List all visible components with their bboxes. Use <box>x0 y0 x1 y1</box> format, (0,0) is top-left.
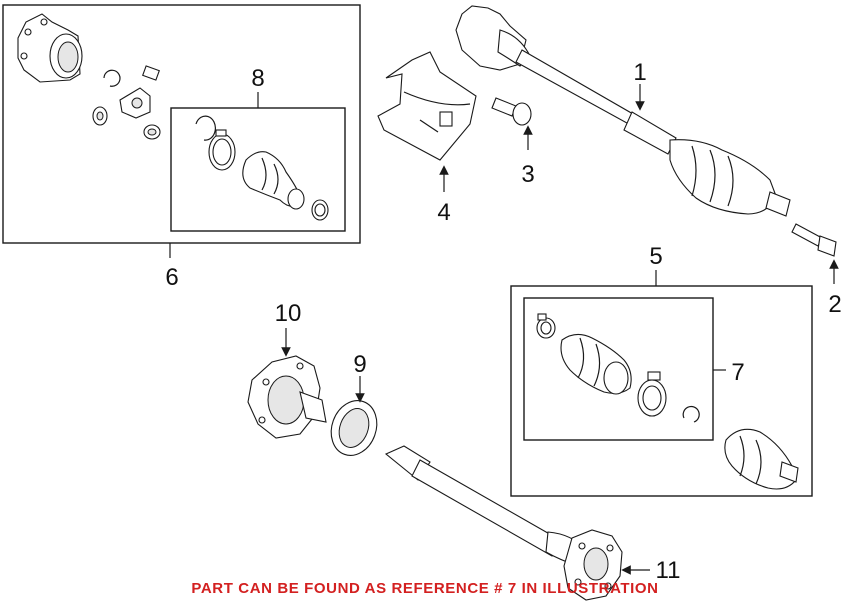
boot-clamp-7a <box>536 313 556 339</box>
retaining-ring <box>143 124 161 140</box>
callout-11: 11 <box>656 557 681 584</box>
callout-1: 1 <box>633 59 646 86</box>
boot-clamp-8b <box>311 199 329 221</box>
joint-boot-7 <box>560 333 632 395</box>
callout-6: 6 <box>165 264 178 291</box>
callout-5: 5 <box>649 243 662 270</box>
inner-joint-boot-5 <box>724 428 799 490</box>
drive-axle-assembly <box>455 5 791 217</box>
callout-10: 10 <box>275 300 302 327</box>
kit-box-7 <box>523 297 714 441</box>
outer-joint-housing <box>17 13 83 83</box>
tripod-spider <box>119 65 160 119</box>
callout-3: 3 <box>521 161 534 188</box>
callout-9: 9 <box>353 351 366 378</box>
axle-bolt <box>791 223 837 257</box>
callout-2: 2 <box>828 291 841 318</box>
drive-flange <box>247 355 327 439</box>
heat-shield <box>377 51 477 161</box>
boot-clamp-8 <box>208 129 236 171</box>
callout-8: 8 <box>251 65 264 92</box>
boot-clip-8a <box>195 115 216 141</box>
callout-7: 7 <box>731 359 744 386</box>
stub-axle-shaft <box>384 445 623 601</box>
flange-bolt <box>491 97 532 126</box>
kit-box-6 <box>2 4 361 244</box>
callout-4: 4 <box>437 199 450 226</box>
kit-box-5 <box>510 285 813 497</box>
seal-ring <box>330 400 378 456</box>
bushing <box>92 106 108 126</box>
circlip-small <box>103 69 121 87</box>
joint-boot-8 <box>242 151 305 210</box>
reference-note: PART CAN BE FOUND AS REFERENCE # 7 IN IL… <box>191 580 658 597</box>
circlip-7 <box>682 405 700 423</box>
boot-clamp-7b <box>637 371 667 417</box>
